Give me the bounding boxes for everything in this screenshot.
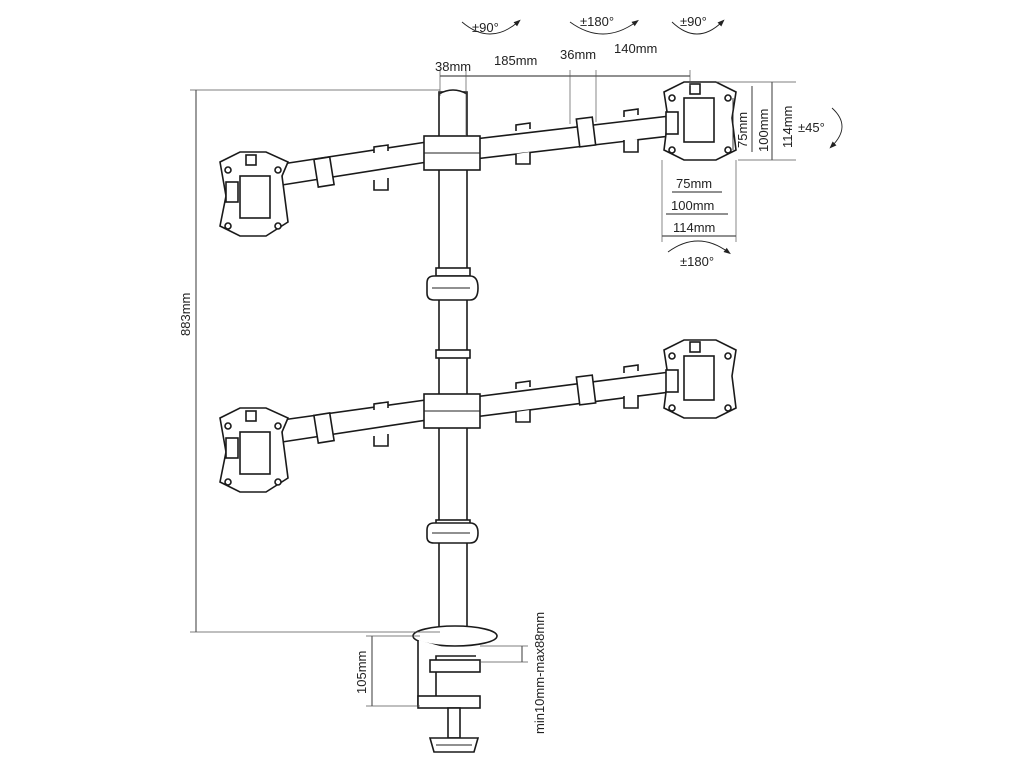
rotation-mid-label: ±180° bbox=[580, 14, 614, 29]
height-dimension bbox=[190, 89, 440, 633]
vesa-v75-label: 75mm bbox=[735, 112, 750, 148]
mount-pole bbox=[435, 89, 471, 633]
tilt-label: ±45° bbox=[798, 120, 825, 135]
vesa-plate-upper-left bbox=[219, 151, 290, 237]
plate-rotation-label: ±180° bbox=[680, 254, 714, 269]
lower-arm bbox=[281, 364, 671, 447]
vesa-plate-lower-left bbox=[219, 407, 290, 493]
desk-thickness-dimension bbox=[480, 645, 528, 663]
upper-arm-collar bbox=[426, 275, 479, 301]
vesa-plate-upper-right bbox=[663, 81, 737, 161]
vesa-horizontal-dimensions bbox=[661, 160, 737, 242]
height-label: 883mm bbox=[178, 293, 193, 336]
upper-arm bbox=[281, 108, 671, 191]
arm-36mm-label: 36mm bbox=[560, 47, 596, 62]
plate-rotation-arrow bbox=[667, 240, 731, 255]
vesa-v114-label: 114mm bbox=[780, 106, 795, 148]
vesa-v100-label: 100mm bbox=[756, 109, 771, 152]
rotation-left-label: ±90° bbox=[472, 20, 499, 35]
arm-185mm-label: 185mm bbox=[494, 53, 537, 68]
vesa-h75-label: 75mm bbox=[676, 176, 712, 191]
clamp-height-label: 105mm bbox=[354, 651, 369, 694]
desk-thickness-label: min10mm-max88mm bbox=[532, 612, 547, 734]
rotation-arrows-top bbox=[461, 19, 725, 35]
arm-span-dimensions bbox=[439, 70, 691, 136]
arm-140mm-label: 140mm bbox=[614, 41, 657, 56]
rotation-right-label: ±90° bbox=[680, 14, 707, 29]
lower-arm-collar bbox=[426, 522, 479, 544]
vesa-h100-label: 100mm bbox=[671, 198, 714, 213]
tilt-arrow bbox=[829, 107, 843, 149]
vesa-vertical-dimensions bbox=[716, 81, 796, 161]
desk-clamp bbox=[412, 625, 498, 753]
clamp-height-dimension bbox=[366, 635, 420, 707]
arm-38mm-label: 38mm bbox=[435, 59, 471, 74]
vesa-h114-label: 114mm bbox=[673, 220, 715, 235]
vesa-plate-lower-right bbox=[663, 339, 737, 419]
